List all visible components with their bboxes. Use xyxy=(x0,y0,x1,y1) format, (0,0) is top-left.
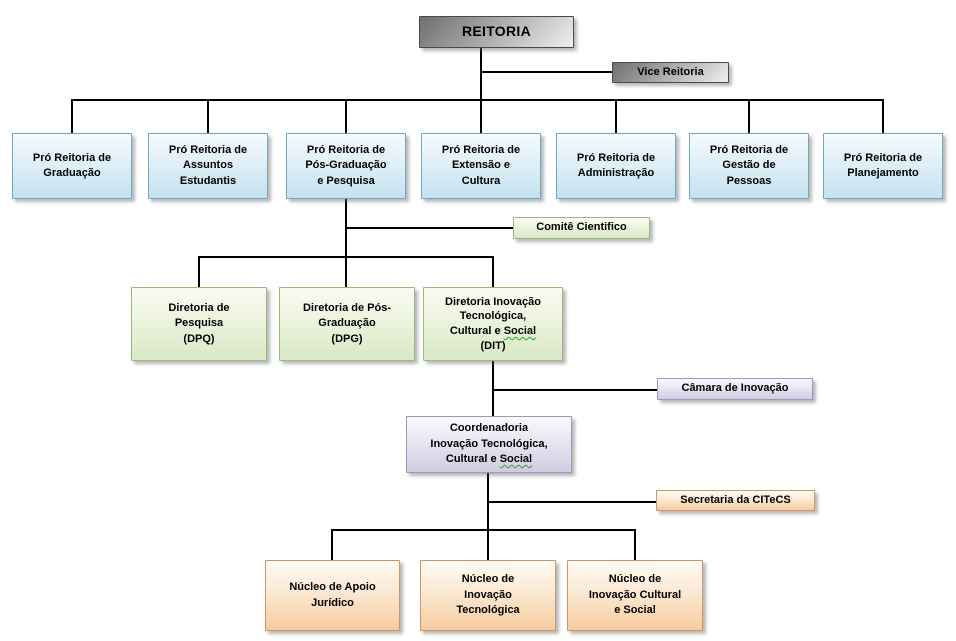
node-label: Pró Reitoria de Graduação xyxy=(32,151,112,179)
node-pro-reitoria-gestao-pessoas: Pró Reitoria de Gestão de Pessoas xyxy=(689,133,809,199)
spellcheck-wavy-word: Social xyxy=(503,325,537,337)
connector-comite-branch xyxy=(345,227,513,229)
node-nucleo-inovacao-tecnologica: Núcleo de Inovação Tecnológica xyxy=(420,560,556,631)
node-diretoria-pos-graduacao-dpg: Diretoria de Pós- Graduação (DPG) xyxy=(279,287,415,361)
node-pro-reitoria-extensao-cultura: Pró Reitoria de Extensão e Cultura xyxy=(421,133,541,199)
node-label: Núcleo de Apoio Jurídico xyxy=(289,581,376,609)
node-vice-reitoria: Vice Reitoria xyxy=(612,62,729,83)
node-label: REITORIA xyxy=(461,23,532,40)
node-nucleo-apoio-juridico: Núcleo de Apoio Jurídico xyxy=(265,560,400,631)
node-coordenadoria-citecs: Coordenadoria Inovação Tecnológica, Cult… xyxy=(406,416,572,473)
node-secretaria-citecs: Secretaria da CITeCS xyxy=(656,490,815,511)
connector-drop xyxy=(492,256,494,287)
node-label: Núcleo de Inovação Cultural e Social xyxy=(588,573,682,617)
node-label: Pró Reitoria de Pós-Graduação e Pesquisa xyxy=(305,143,387,187)
connector-drop xyxy=(198,256,200,287)
connector-vice-branch xyxy=(480,71,612,73)
node-label: Diretoria de Pós- Graduação (DPG) xyxy=(302,301,392,345)
connector-secretaria-branch xyxy=(487,501,656,503)
connector-drop xyxy=(345,99,347,133)
node-comite-cientifico: Comitê Cientifico xyxy=(513,217,650,239)
connector-drop xyxy=(615,99,617,133)
connector-drop xyxy=(748,99,750,133)
connector-drop xyxy=(71,99,73,133)
connector-dit-spine xyxy=(492,361,494,416)
node-pro-reitoria-administracao: Pró Reitoria de Administração xyxy=(556,133,676,199)
connector-root-spine xyxy=(480,48,482,133)
node-label: Pró Reitoria de Gestão de Pessoas xyxy=(709,143,789,187)
spellcheck-wavy-word: Social xyxy=(499,453,533,466)
node-diretoria-inovacao-dit: Diretoria Inovação Tecnológica, Cultural… xyxy=(423,287,563,361)
connector-camara-branch xyxy=(492,389,657,391)
node-label: Coordenadoria Inovação Tecnológica, Cult… xyxy=(430,422,548,466)
connector-bus-nucleos xyxy=(331,529,636,531)
connector-posgrad-spine xyxy=(345,199,347,287)
node-label: Pró Reitoria de Administração xyxy=(576,151,656,179)
node-pro-reitoria-pos-graduacao-pesquisa: Pró Reitoria de Pós-Graduação e Pesquisa xyxy=(286,133,406,199)
connector-drop xyxy=(331,529,333,560)
node-nucleo-inovacao-cultural-social: Núcleo de Inovação Cultural e Social xyxy=(567,560,703,631)
node-pro-reitoria-graduacao: Pró Reitoria de Graduação xyxy=(12,133,132,199)
node-pro-reitoria-assuntos-estudantis: Pró Reitoria de Assuntos Estudantis xyxy=(148,133,268,199)
node-label: Pró Reitoria de Planejamento xyxy=(843,151,923,179)
connector-drop xyxy=(634,529,636,560)
connector-bus-pro-reitorias xyxy=(71,99,884,101)
node-label: Comitê Cientifico xyxy=(536,221,627,234)
connector-drop xyxy=(882,99,884,133)
node-label: Pró Reitoria de Extensão e Cultura xyxy=(441,143,521,187)
node-label: Núcleo de Inovação Tecnológica xyxy=(456,573,520,617)
connector-coordenadoria-spine xyxy=(487,473,489,560)
node-diretoria-pesquisa-dpq: Diretoria de Pesquisa (DPQ) xyxy=(131,287,267,361)
node-label: Diretoria de Pesquisa (DPQ) xyxy=(168,301,230,345)
connector-drop xyxy=(207,99,209,133)
node-pro-reitoria-planejamento: Pró Reitoria de Planejamento xyxy=(823,133,943,199)
node-camara-inovacao: Câmara de Inovação xyxy=(657,378,813,400)
node-reitoria: REITORIA xyxy=(419,16,574,48)
node-label: Câmara de Inovação xyxy=(681,382,789,395)
node-label: Pró Reitoria de Assuntos Estudantis xyxy=(168,143,248,187)
node-label: Vice Reitoria xyxy=(637,65,704,78)
connector-bus-diretorias xyxy=(198,256,494,258)
node-label: Secretaria da CITeCS xyxy=(680,493,791,506)
node-label: Diretoria Inovação Tecnológica, Cultural… xyxy=(445,295,541,352)
